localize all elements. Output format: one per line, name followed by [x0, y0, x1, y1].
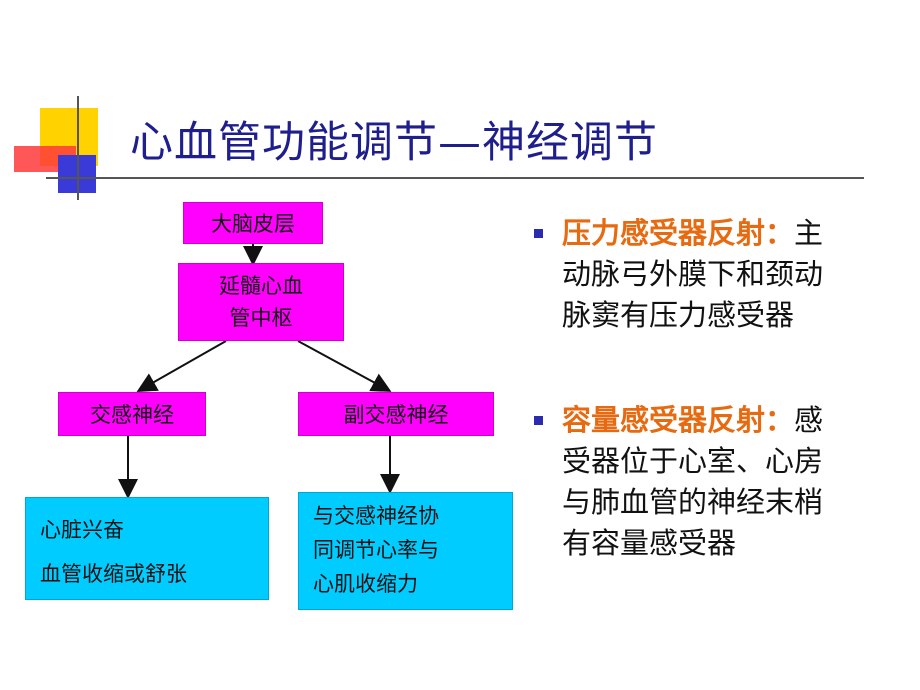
node-label: 心肌收缩力 — [313, 572, 418, 596]
bullet-text: 感 — [794, 403, 824, 437]
node-cerebral-cortex: 大脑皮层 — [183, 202, 323, 244]
bullet-baroreceptor: 压力感受器反射：主 动脉弓外膜下和颈动 脉窦有压力感受器 — [530, 213, 890, 336]
node-medulla-center: 延髓心血 管中枢 — [178, 263, 344, 341]
bullet-text: 动脉弓外膜下和颈动 — [562, 257, 824, 291]
node-label: 与交感神经协 — [313, 504, 439, 528]
node-label: 心脏兴奋 — [40, 518, 124, 542]
title-underline — [46, 177, 864, 179]
node-heart-effect: 心脏兴奋 血管收缩或舒张 — [25, 497, 269, 600]
node-label: 交感神经 — [90, 403, 174, 427]
bullet-text: 有容量感受器 — [562, 526, 737, 560]
bullet-square-icon — [534, 229, 543, 238]
arrow-medulla-to-sympathetic — [136, 340, 227, 392]
slide-title: 心血管功能调节—神经调节 — [130, 118, 658, 168]
decor-vertical-line — [77, 96, 79, 200]
bullet-text: 受器位于心室、心房 — [562, 444, 824, 478]
node-label: 管中枢 — [229, 306, 293, 330]
node-sympathetic: 交感神经 — [58, 392, 206, 436]
node-label: 血管收缩或舒张 — [40, 562, 187, 586]
bullet-square-icon — [534, 416, 543, 425]
node-label: 同调节心率与 — [313, 538, 439, 562]
node-parasympathetic: 副交感神经 — [298, 392, 494, 436]
node-coordination-effect: 与交感神经协 同调节心率与 心肌收缩力 — [298, 492, 513, 610]
bullet-heading: 压力感受器反射： — [562, 216, 795, 250]
node-label: 大脑皮层 — [211, 212, 295, 236]
bullet-text: 主 — [794, 216, 824, 250]
bullet-text: 与肺血管的神经末梢 — [562, 485, 824, 519]
arrow-medulla-to-parasympathetic — [297, 340, 392, 392]
bullet-volume-receptor: 容量感受器反射：感 受器位于心室、心房 与肺血管的神经末梢 有容量感受器 — [530, 400, 890, 564]
bullet-heading: 容量感受器反射： — [562, 403, 795, 437]
node-label: 延髓心血 — [219, 274, 303, 298]
bullet-text: 脉窦有压力感受器 — [562, 298, 795, 332]
node-label: 副交感神经 — [343, 403, 449, 427]
